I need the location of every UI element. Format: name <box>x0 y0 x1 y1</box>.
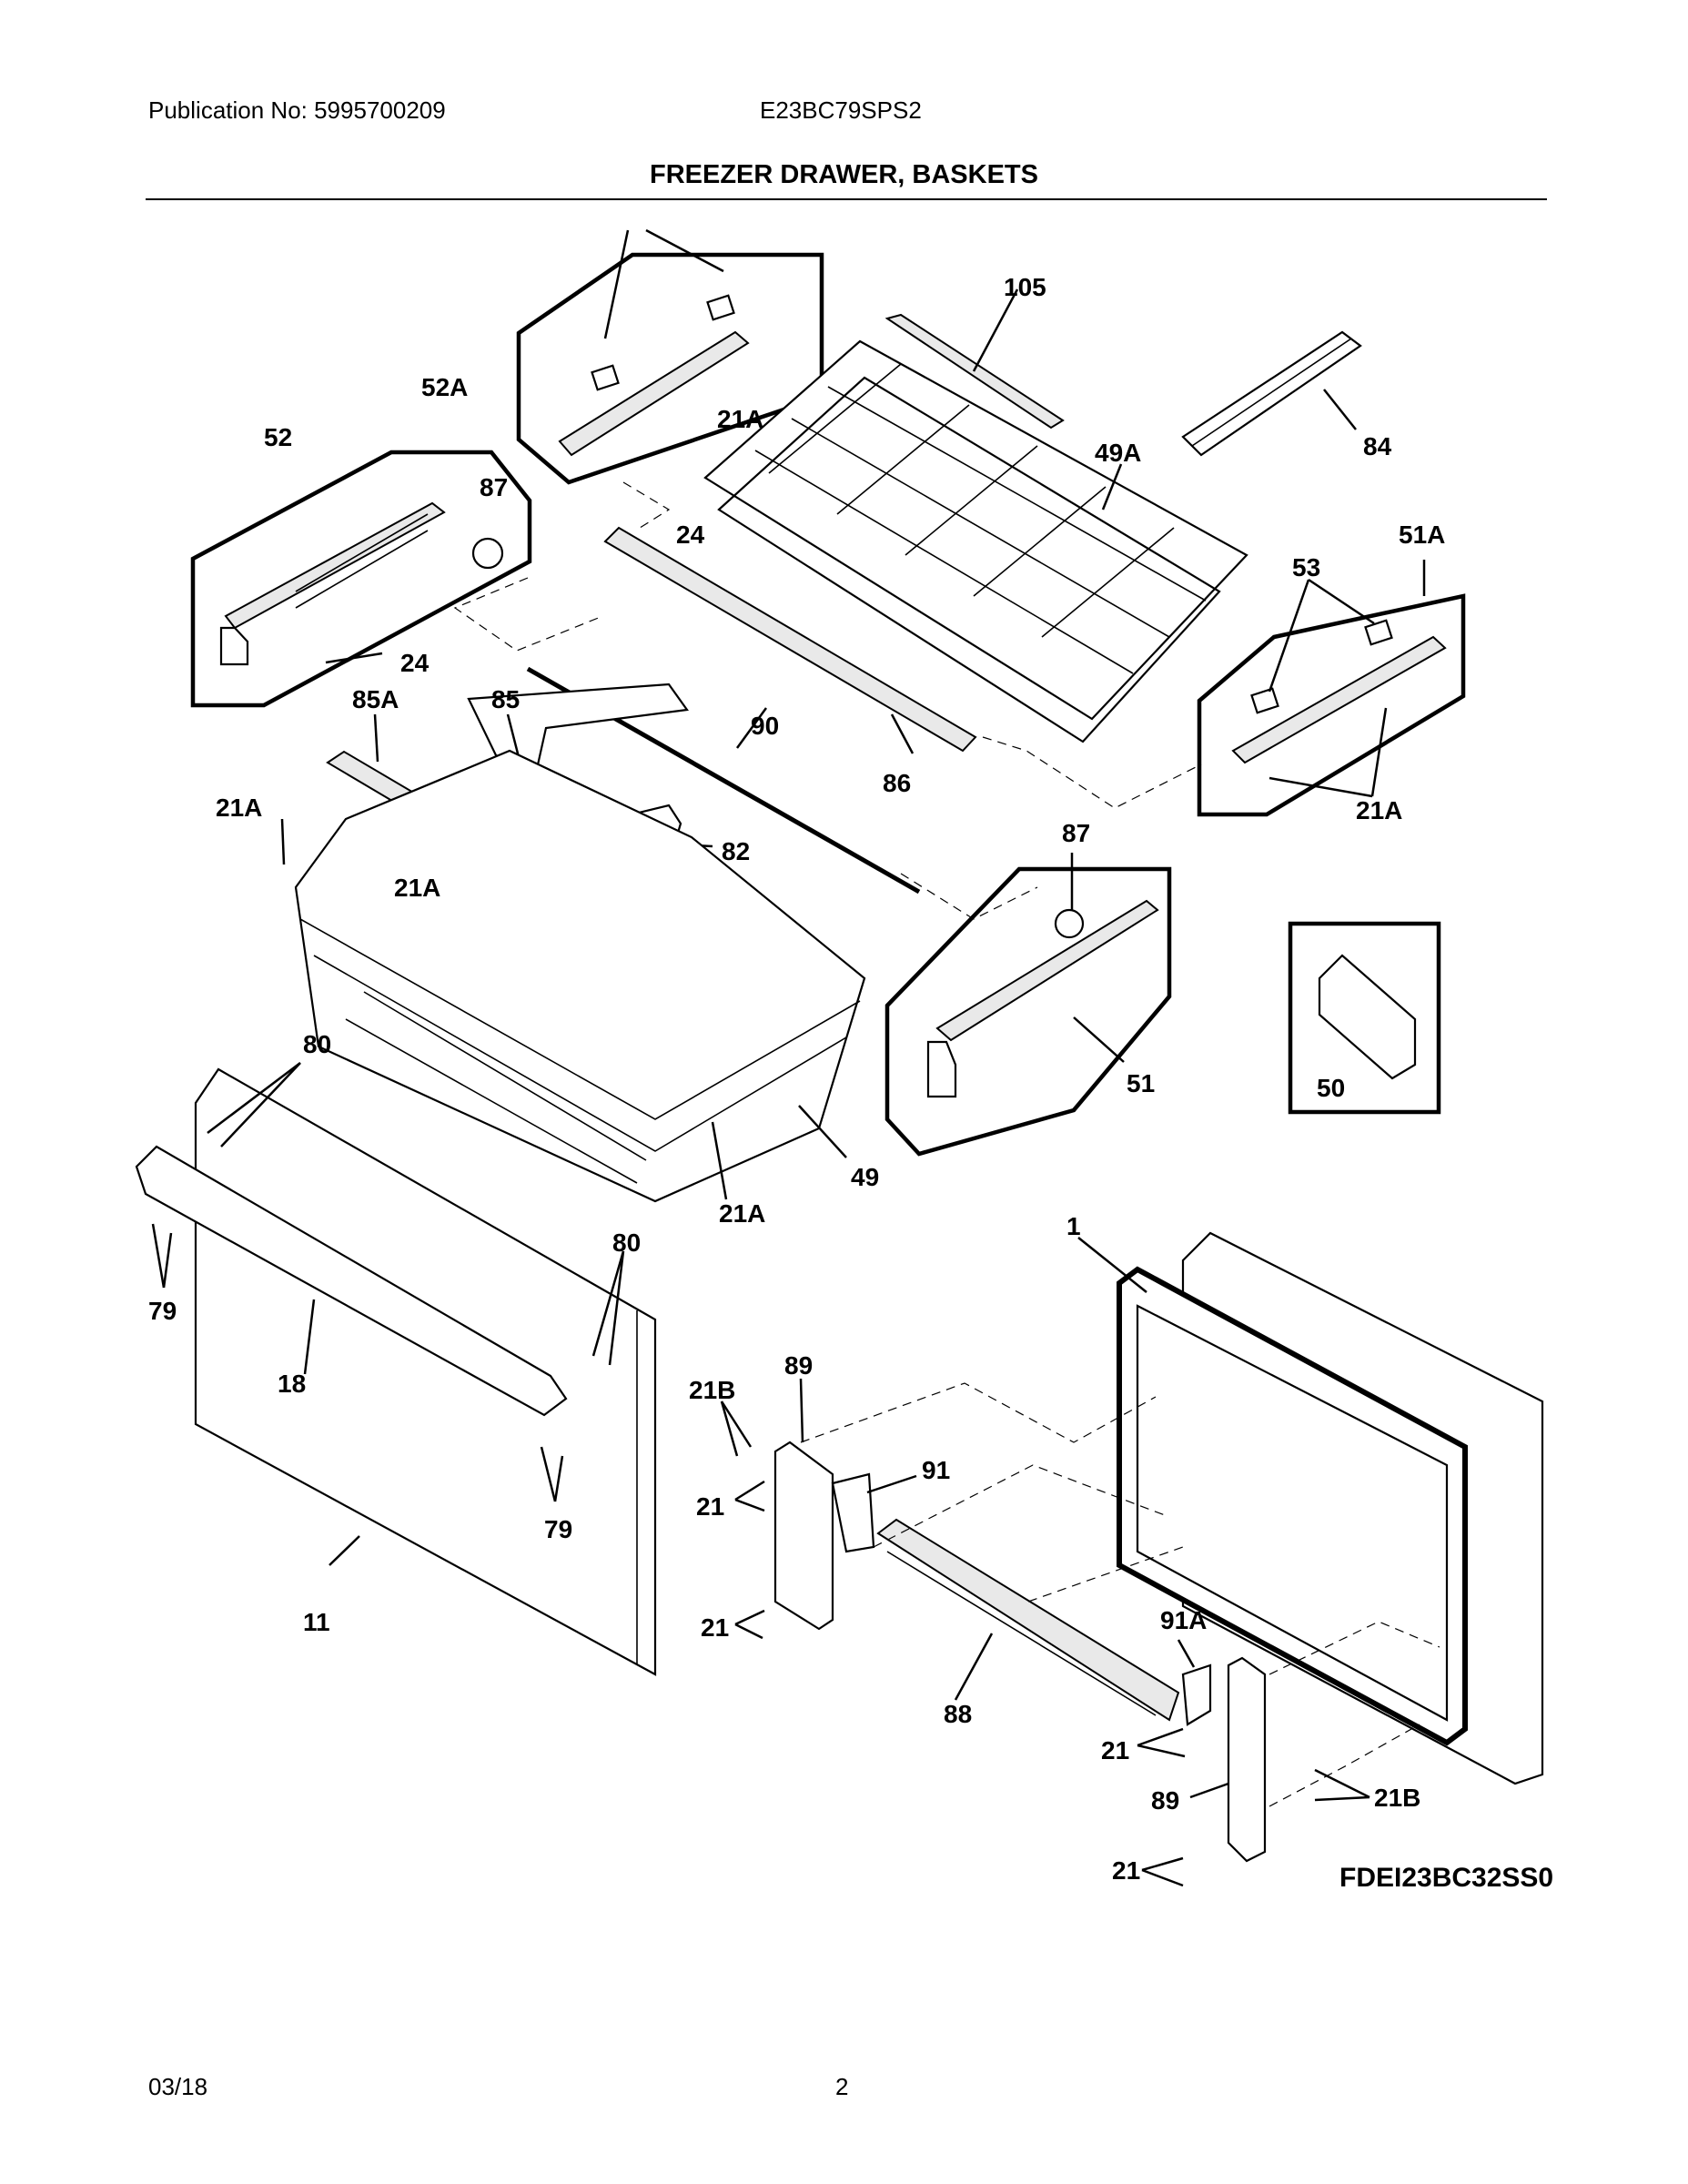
basket-49 <box>280 749 866 1203</box>
callout-49: 49 <box>851 1163 879 1191</box>
callout-88: 88 <box>944 1700 972 1728</box>
callout-85: 85 <box>491 685 520 713</box>
callout-1: 1 <box>1066 1212 1081 1240</box>
frame-gasket-1 <box>1077 1231 1544 1785</box>
diagram-reference-code: FDEI23BC32SS0 <box>1339 1863 1553 1893</box>
callout-86: 86 <box>883 769 911 797</box>
callout-89: 89 <box>784 1351 813 1380</box>
callout-87: 87 <box>1062 819 1090 847</box>
callout-79: 79 <box>148 1297 177 1325</box>
callout-21b: 21B <box>689 1376 735 1404</box>
callout-85a: 85A <box>352 685 399 713</box>
page-number: 2 <box>835 2073 849 2100</box>
basket-49a <box>703 339 1248 743</box>
rail-86 <box>603 526 977 754</box>
lower-hardware <box>720 1378 1370 1887</box>
rail-105 <box>884 288 1065 430</box>
callout-labels: 105 52A 21A 84 49A 52 87 24 51A 53 24 85… <box>148 273 1445 1885</box>
callout-91a: 91A <box>1160 1606 1207 1634</box>
callout-51a: 51A <box>1399 521 1445 549</box>
callout-21: 21 <box>1101 1736 1129 1764</box>
callout-21: 21 <box>1112 1856 1140 1885</box>
callout-21a: 21A <box>719 1199 765 1228</box>
box-50 <box>1288 921 1441 1115</box>
callout-21a: 21A <box>717 405 763 433</box>
divider-84 <box>1181 330 1362 457</box>
footer-date: 03/18 <box>148 2073 208 2100</box>
callout-53: 53 <box>1292 553 1320 581</box>
title-divider <box>146 198 1547 200</box>
callout-21a: 21A <box>394 874 440 902</box>
callout-91: 91 <box>922 1456 950 1484</box>
callout-21: 21 <box>701 1613 729 1642</box>
callout-105: 105 <box>1004 273 1046 301</box>
drawer-door-11 <box>135 1067 657 1676</box>
callout-87: 87 <box>480 473 508 501</box>
callout-11: 11 <box>303 1608 330 1636</box>
callout-82: 82 <box>722 837 750 865</box>
dashed-guides-lower <box>800 1382 1440 1807</box>
callout-80: 80 <box>303 1030 331 1058</box>
box-51 <box>884 853 1172 1157</box>
box-51a <box>1197 560 1466 817</box>
dashed-guides-upper <box>453 481 1202 920</box>
callout-89: 89 <box>1151 1786 1179 1815</box>
callout-52: 52 <box>264 423 292 451</box>
callout-51: 51 <box>1127 1069 1155 1097</box>
callout-21a: 21A <box>216 794 262 822</box>
screws-80-79 <box>151 1062 625 1502</box>
callout-21a: 21A <box>1356 796 1402 824</box>
callout-24: 24 <box>676 521 705 549</box>
basket-49a-wires <box>754 363 1207 674</box>
callout-90: 90 <box>751 712 779 740</box>
callout-50: 50 <box>1317 1074 1345 1102</box>
callout-80: 80 <box>612 1228 641 1257</box>
page-title: FREEZER DRAWER, BASKETS <box>650 160 1038 189</box>
callout-18: 18 <box>278 1370 306 1398</box>
callout-21b: 21B <box>1374 1784 1420 1812</box>
callout-24: 24 <box>400 649 430 677</box>
callout-21: 21 <box>696 1492 724 1521</box>
model-number: E23BC79SPS2 <box>760 96 922 124</box>
publication-number: Publication No: 5995700209 <box>148 96 446 124</box>
callout-52a: 52A <box>421 373 468 401</box>
box-52 <box>190 450 532 708</box>
callout-49a: 49A <box>1095 439 1141 467</box>
callout-79: 79 <box>544 1515 572 1543</box>
basket-49-openings <box>345 991 647 1184</box>
callout-84: 84 <box>1363 432 1392 460</box>
